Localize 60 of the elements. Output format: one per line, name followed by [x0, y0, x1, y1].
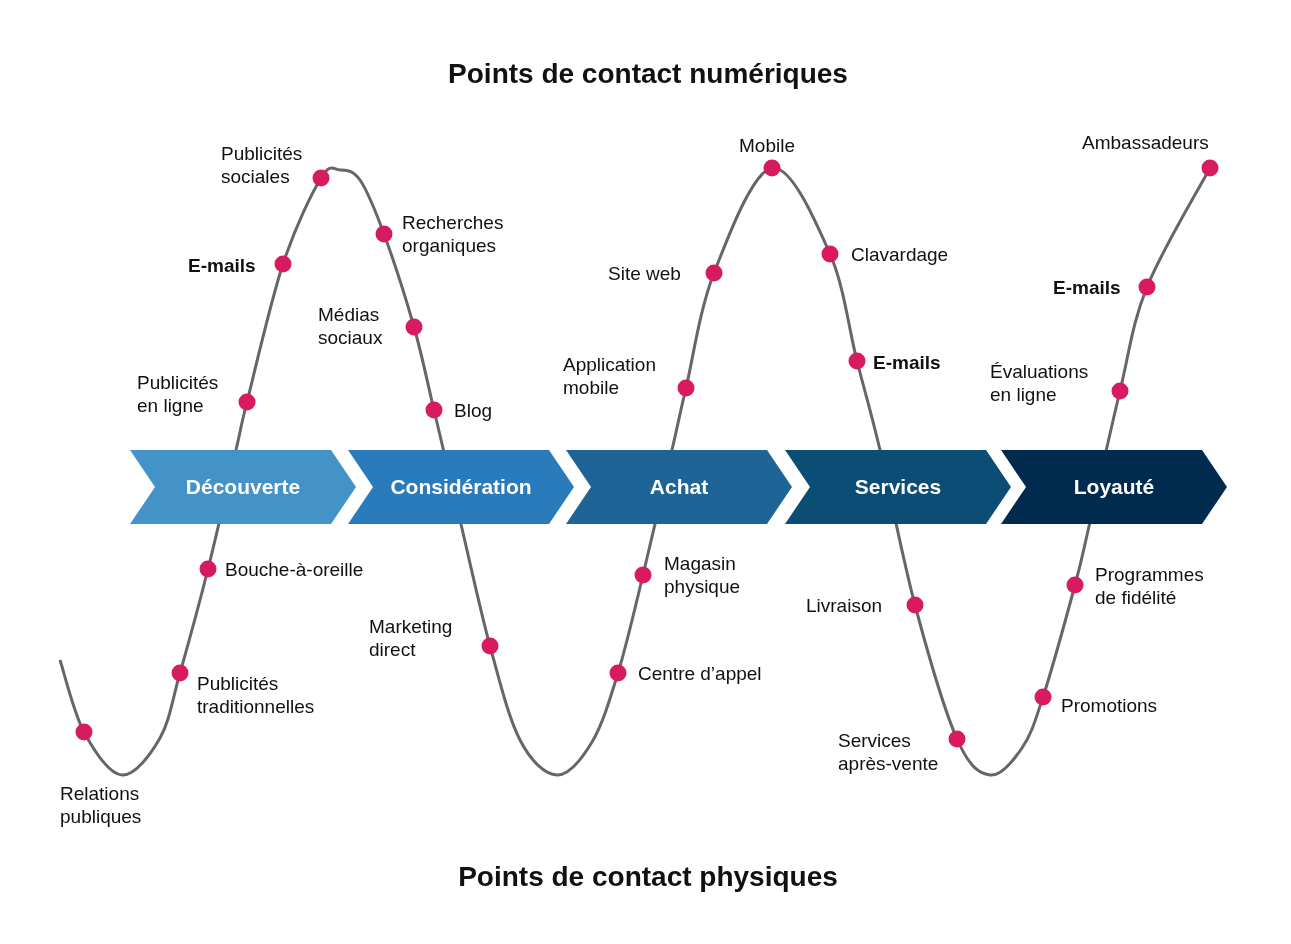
touchpoint-dot — [375, 225, 393, 243]
touchpoint-label: Publicités sociales — [221, 142, 304, 188]
touchpoint-label: E-mails — [188, 254, 256, 277]
touchpoint-label: Centre d’appel — [638, 662, 762, 685]
stage-label: Considération — [389, 475, 533, 499]
touchpoint-label: Publicités en ligne — [137, 371, 220, 417]
touchpoint-label: Marketing direct — [369, 615, 454, 661]
touchpoint-label: Livraison — [806, 594, 883, 617]
phase-banner — [130, 450, 356, 524]
touchpoint-dot — [171, 664, 189, 682]
touchpoint-dot — [1138, 278, 1156, 296]
touchpoint-label: Application mobile — [563, 353, 657, 399]
phase-banner — [1001, 450, 1227, 524]
touchpoint-dot — [677, 379, 695, 397]
touchpoint-dot — [1201, 159, 1219, 177]
touchpoint-dot — [405, 318, 423, 336]
touchpoint-dot — [425, 401, 443, 419]
touchpoint-label: Promotions — [1061, 694, 1158, 717]
touchpoint-label: Évaluations en ligne — [990, 360, 1090, 406]
touchpoint-dot — [948, 730, 966, 748]
touchpoint-dot — [312, 169, 330, 187]
touchpoint-label: Bouche-à-oreille — [225, 558, 364, 581]
touchpoint-dot — [848, 352, 866, 370]
touchpoint-dot — [1034, 688, 1052, 706]
touchpoint-dot — [481, 637, 499, 655]
stage-label: Services — [853, 475, 943, 499]
touchpoint-label: Blog — [454, 399, 493, 422]
touchpoint-dot — [705, 264, 723, 282]
touchpoint-label: Publicités traditionnelles — [197, 672, 316, 718]
touchpoint-dot — [821, 245, 839, 263]
touchpoint-dot — [238, 393, 256, 411]
phase-banner — [785, 450, 1011, 524]
touchpoint-dot — [1111, 382, 1129, 400]
touchpoint-label: Services après-vente — [838, 729, 940, 775]
touchpoint-label: Mobile — [739, 134, 795, 157]
touchpoint-dot — [634, 566, 652, 584]
touchpoint-dot — [609, 664, 627, 682]
touchpoint-dot — [199, 560, 217, 578]
touchpoint-label: Programmes de fidélité — [1095, 563, 1205, 609]
touchpoint-label: Médias sociaux — [318, 303, 384, 349]
touchpoint-label: Ambassadeurs — [1082, 131, 1209, 154]
touchpoint-dot — [906, 596, 924, 614]
heading: Points de contact physiques — [458, 861, 838, 893]
stage-label: Loyauté — [1072, 475, 1156, 499]
stage-label: Découverte — [184, 475, 302, 499]
touchpoint-label: Magasin physique — [664, 552, 742, 598]
touchpoint-label: E-mails — [1053, 276, 1121, 299]
touchpoint-label: Site web — [608, 262, 681, 285]
touchpoint-label: Relations publiques — [60, 782, 143, 828]
touchpoint-label: Recherches organiques — [402, 211, 505, 257]
stage-label: Achat — [648, 475, 710, 499]
phase-banner — [566, 450, 792, 524]
touchpoint-label: Clavardage — [851, 243, 949, 266]
touchpoint-label: E-mails — [873, 351, 941, 374]
phase-banner — [348, 450, 574, 524]
touchpoint-dot — [763, 159, 781, 177]
touchpoint-dot — [1066, 576, 1084, 594]
touchpoint-dot — [75, 723, 93, 741]
heading: Points de contact numériques — [448, 58, 848, 90]
touchpoint-dot — [274, 255, 292, 273]
